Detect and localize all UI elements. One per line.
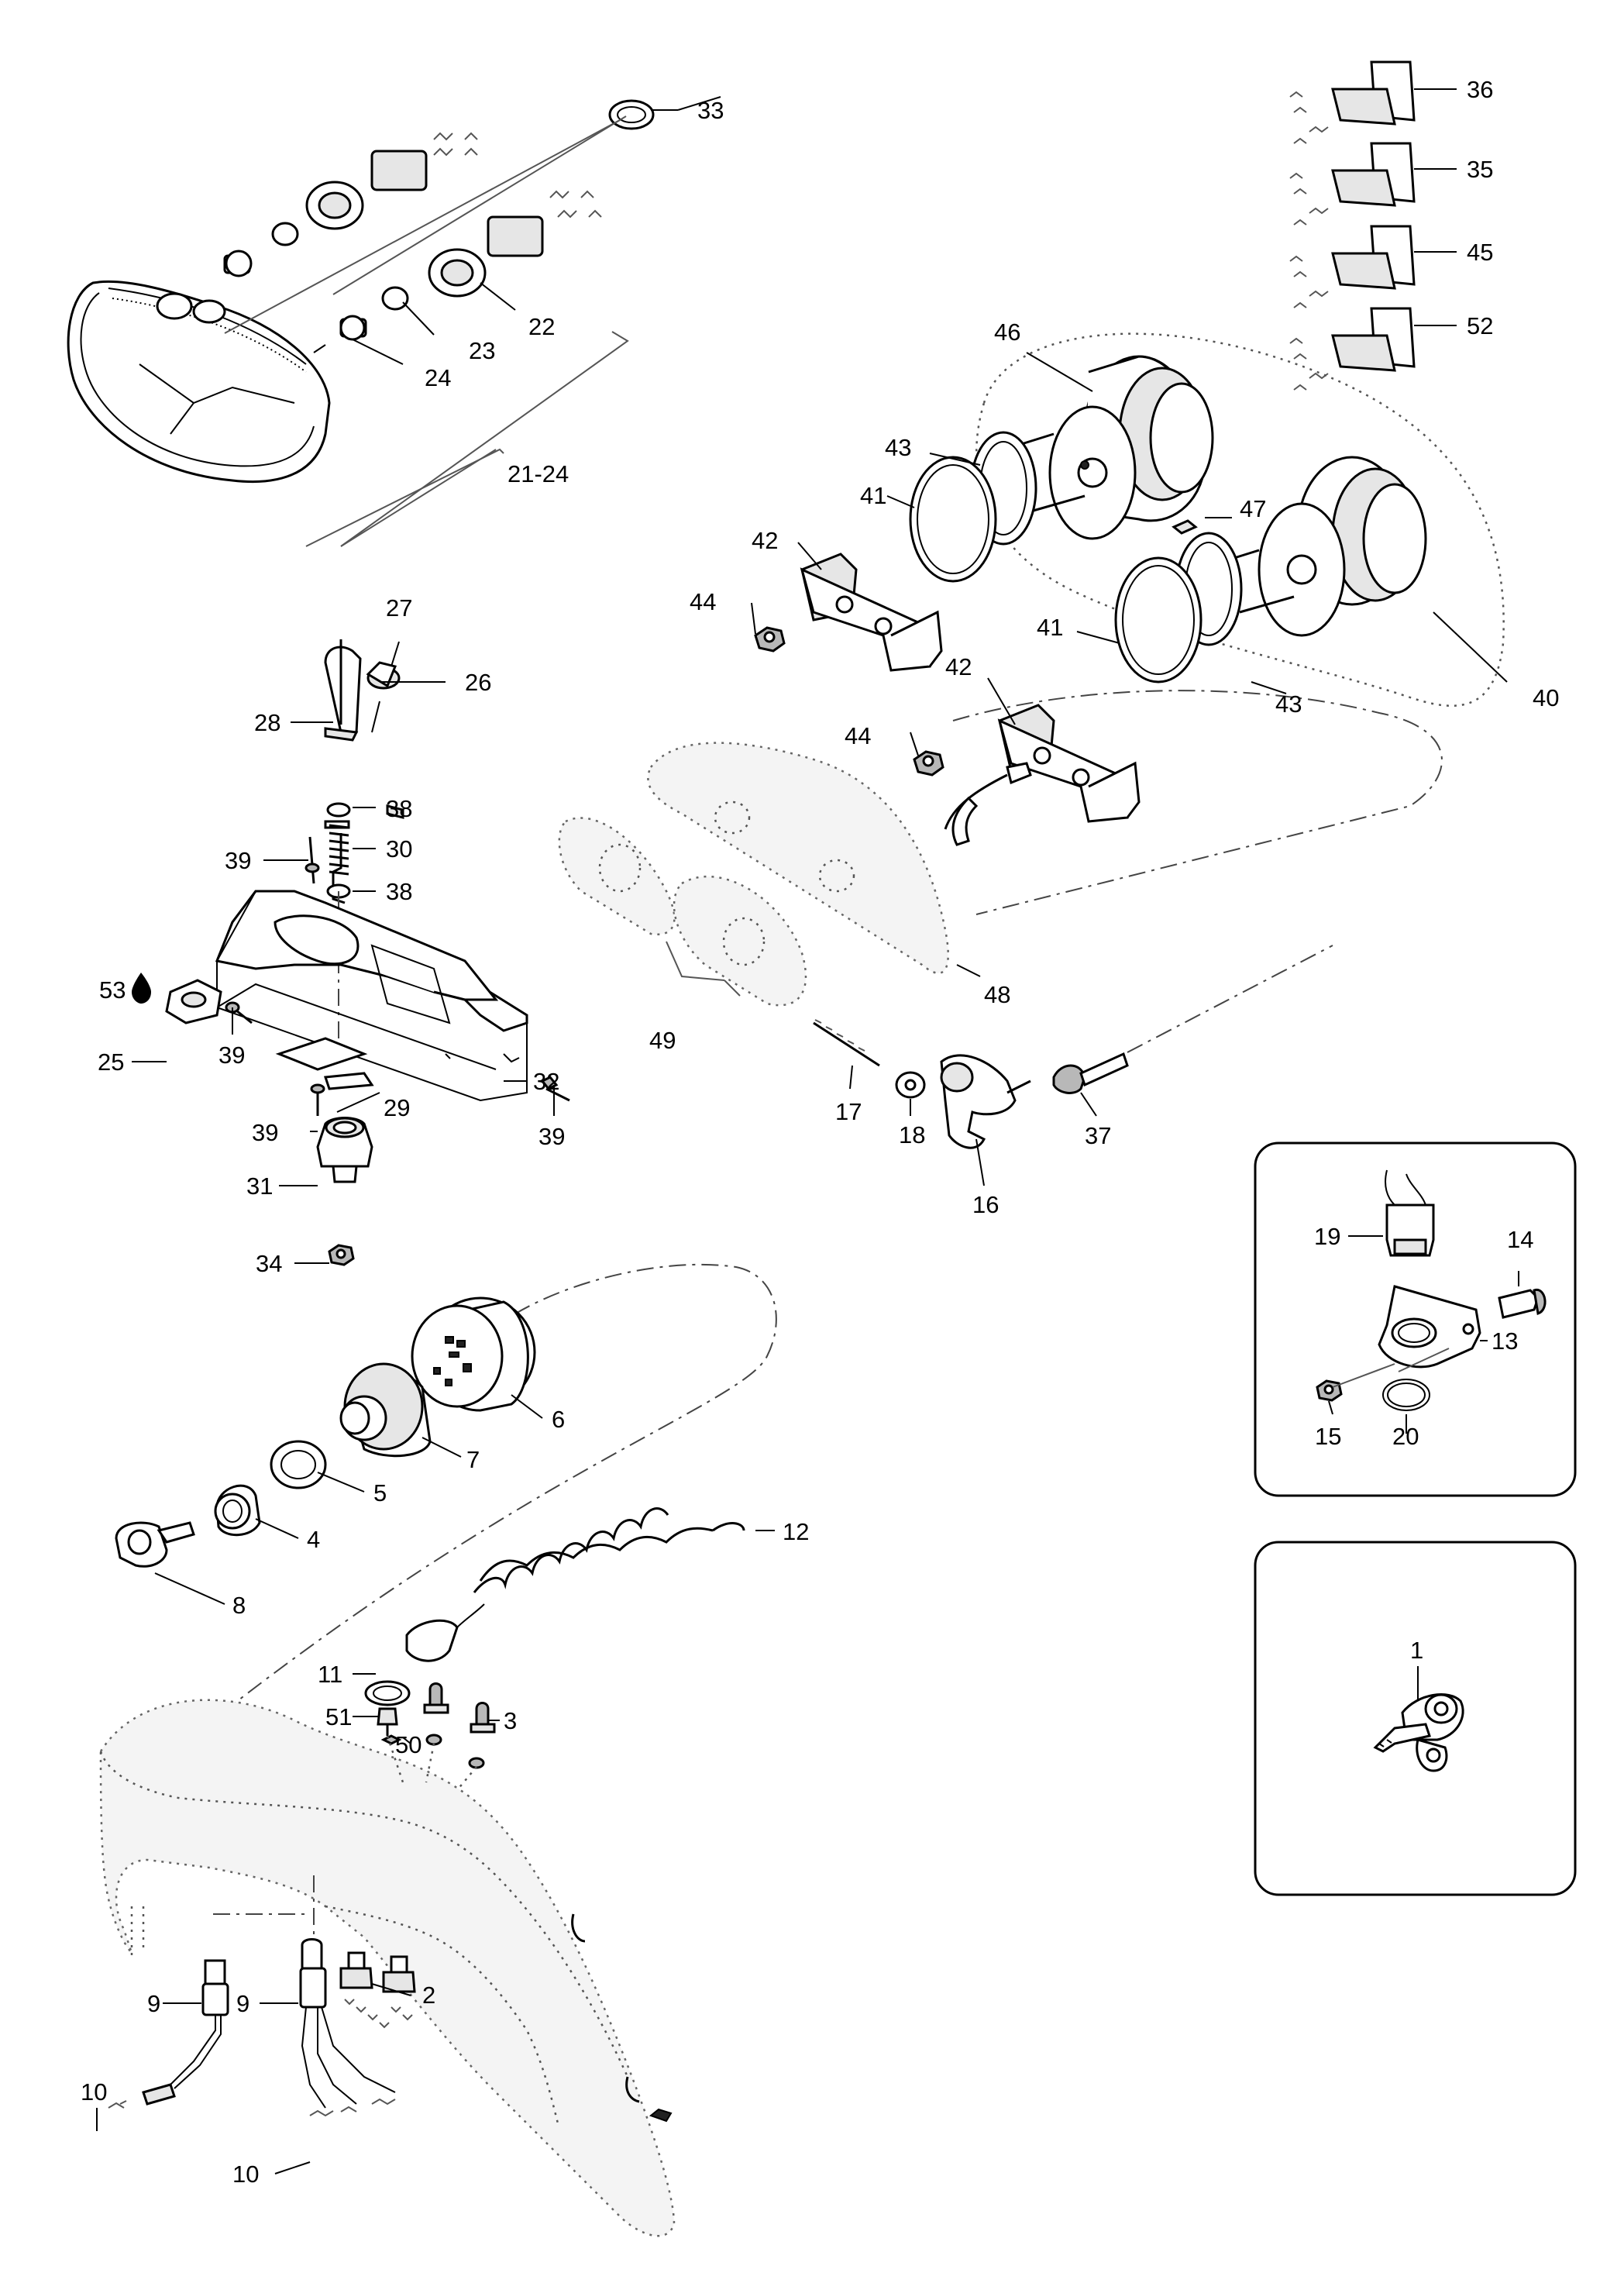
key-detail-box [1254, 1541, 1577, 1896]
callout-13: 13 [1492, 1327, 1518, 1355]
callout-14: 14 [1507, 1226, 1533, 1253]
callout-26: 26 [465, 669, 491, 696]
callout-29: 29 [384, 1094, 410, 1121]
callout-43b: 43 [1275, 690, 1302, 718]
callout-20: 20 [1392, 1423, 1419, 1450]
callout-41a: 41 [860, 482, 886, 509]
callout-48: 48 [984, 981, 1010, 1008]
callout-35: 35 [1467, 156, 1493, 183]
callout-34: 34 [256, 1250, 282, 1277]
callout-49: 49 [649, 1027, 676, 1054]
callout-39c: 39 [538, 1123, 565, 1150]
callout-30: 30 [386, 835, 412, 863]
callout-19: 19 [1314, 1223, 1340, 1250]
callout-24: 24 [425, 364, 451, 391]
callout-23: 23 [469, 337, 495, 364]
callout-labels: 33 22 23 24 21-24 36 35 45 52 46 43 41 4… [81, 76, 1559, 2188]
callout-4: 4 [307, 1526, 320, 1553]
switch-stack [1289, 60, 1457, 391]
callout-38b: 38 [386, 878, 412, 905]
lower-left-parts [96, 1875, 416, 2174]
callout-36: 36 [1467, 76, 1493, 103]
callout-42b: 42 [945, 653, 972, 680]
callout-12: 12 [783, 1518, 809, 1545]
headlight-bulbs [223, 250, 367, 353]
callout-21-24: 21-24 [508, 460, 569, 487]
callout-41b: 41 [1037, 614, 1063, 641]
callout-10b: 10 [232, 2161, 259, 2188]
headlight-leaders [224, 109, 678, 547]
headlight-assembly [67, 280, 331, 484]
callout-39d: 39 [252, 1119, 278, 1146]
hull-outline [99, 1699, 676, 2237]
callout-40: 40 [1533, 684, 1559, 711]
callout-11: 11 [318, 1661, 342, 1688]
callout-45: 45 [1467, 239, 1493, 266]
callout-38a: 38 [386, 795, 412, 822]
callout-22: 22 [528, 313, 555, 340]
dash-panel [558, 690, 1443, 1007]
callout-53: 53 [99, 976, 126, 1004]
callout-9b: 9 [236, 1990, 249, 2017]
callout-8: 8 [232, 1592, 246, 1619]
callout-37: 37 [1085, 1122, 1111, 1149]
callout-5: 5 [373, 1479, 387, 1506]
callout-44b: 44 [845, 722, 871, 749]
callout-27: 27 [386, 594, 412, 622]
callout-44a: 44 [690, 588, 716, 615]
hull-switches [353, 1673, 500, 1769]
callout-6: 6 [552, 1406, 565, 1433]
gauge-support [132, 639, 570, 1266]
callout-32: 32 [533, 1068, 559, 1095]
callout-51: 51 [325, 1703, 352, 1730]
callout-2: 2 [422, 1982, 435, 2009]
callout-18: 18 [899, 1121, 925, 1148]
headlight-reflectors [271, 99, 655, 311]
callout-46: 46 [994, 319, 1020, 346]
speed-cable-group [813, 762, 1333, 1186]
callout-16: 16 [972, 1191, 999, 1218]
callout-47: 47 [1240, 495, 1266, 522]
callout-52: 52 [1467, 312, 1493, 339]
gauge-group [677, 96, 1508, 823]
callout-39a: 39 [225, 847, 251, 874]
callout-31: 31 [246, 1172, 273, 1200]
cluster-group [115, 1263, 777, 1706]
callout-33: 33 [697, 97, 724, 124]
switch-52 [1289, 307, 1457, 391]
callout-15: 15 [1315, 1423, 1341, 1450]
callout-10a: 10 [81, 2078, 107, 2106]
callout-50: 50 [395, 1731, 421, 1758]
switch-35 [1289, 142, 1457, 226]
switch-45 [1289, 225, 1457, 308]
callout-7: 7 [466, 1446, 480, 1473]
callout-3: 3 [504, 1707, 517, 1734]
sensor-detail-box [1254, 1141, 1577, 1497]
callout-39b: 39 [218, 1042, 245, 1069]
callout-1: 1 [1410, 1637, 1423, 1664]
oil-drop-icon [132, 973, 151, 1004]
callout-28: 28 [254, 709, 280, 736]
callout-42a: 42 [752, 527, 778, 554]
switch-36 [1289, 60, 1457, 144]
callout-17: 17 [835, 1098, 862, 1125]
callout-25: 25 [98, 1048, 124, 1076]
callout-43a: 43 [885, 434, 911, 461]
lanyard-cord [405, 1507, 775, 1662]
callout-9a: 9 [147, 1990, 160, 2017]
